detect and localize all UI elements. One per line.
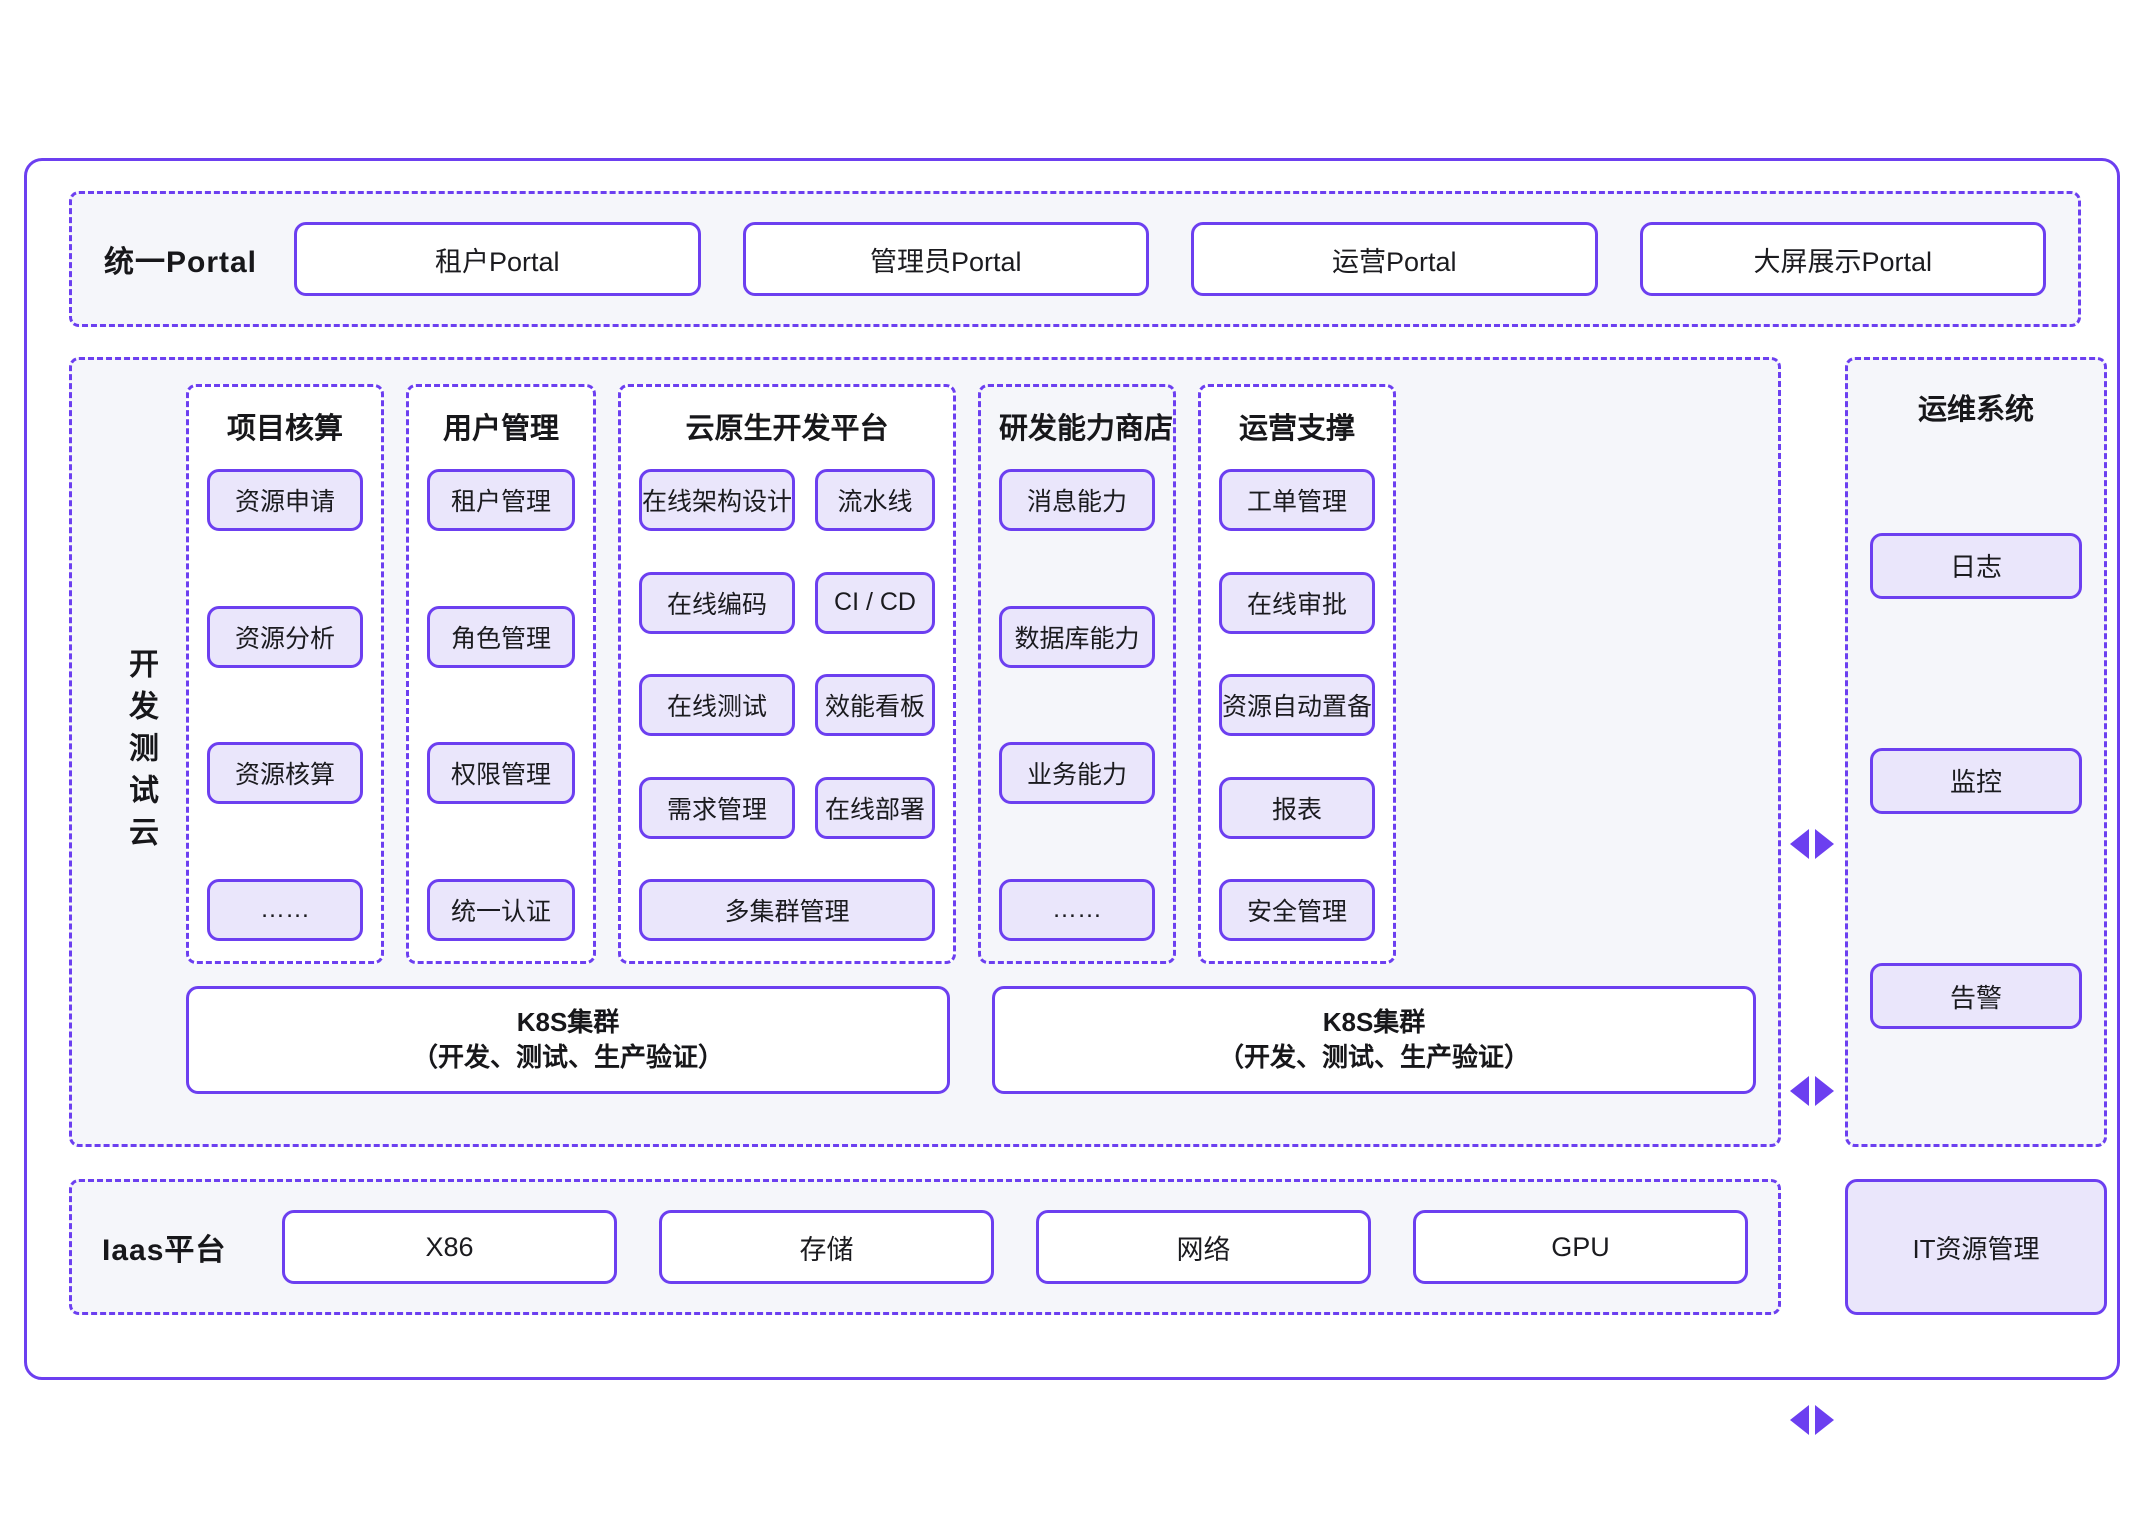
k8s-cluster-box-1-line1: K8S集群 [516, 1006, 620, 1037]
portal-section: 统一Portal 租户Portal 管理员Portal 运营Portal 大屏展… [69, 191, 2081, 327]
portal-button-tenant[interactable]: 租户Portal [294, 222, 701, 296]
dev-test-cloud-label: 开发测试云 [124, 648, 157, 858]
chip-monitoring[interactable]: 监控 [1870, 747, 2082, 814]
chip-business-capability[interactable]: 业务能力 [999, 742, 1155, 805]
iaas-section: Iaas平台 X86 存储 网络 GPU [69, 1179, 1781, 1315]
outer-frame: 统一Portal 租户Portal 管理员Portal 运营Portal 大屏展… [24, 158, 2120, 1435]
k8s-cluster-box-2-line2: （开发、测试、生产验证） [1217, 1042, 1530, 1072]
iaas-button-x86[interactable]: X86 [282, 1210, 617, 1284]
it-resource-management-box[interactable]: IT资源管理 [1845, 1179, 2107, 1315]
chip-requirement-management[interactable]: 需求管理 [639, 776, 796, 839]
chip-role-management[interactable]: 角色管理 [427, 605, 575, 668]
chip-database-capability[interactable]: 数据库能力 [999, 605, 1155, 668]
portal-button-group: 租户Portal 管理员Portal 运营Portal 大屏展示Portal [294, 222, 2046, 296]
connector-arrows-iaas [1790, 1405, 1834, 1435]
portal-section-label: 统一Portal [104, 246, 258, 279]
dev-test-cloud-label-wrap: 开发测试云 [94, 384, 186, 1122]
k8s-cluster-box-2[interactable]: K8S集群 （开发、测试、生产验证） [992, 986, 1756, 1094]
iaas-button-storage[interactable]: 存储 [659, 1210, 994, 1284]
chip-resource-request[interactable]: 资源申请 [207, 469, 363, 531]
column-title-cloud-native-platform: 云原生开发平台 [685, 413, 889, 445]
portal-button-admin[interactable]: 管理员Portal [742, 222, 1149, 296]
dev-test-cloud-section: 开发测试云 项目核算 资源申请 资源分析 资源核算 …… [69, 357, 1781, 1147]
arrow-right-icon [1815, 1076, 1834, 1106]
k8s-cluster-box-1[interactable]: K8S集群 （开发、测试、生产验证） [186, 986, 950, 1094]
column-user-management: 用户管理 租户管理 角色管理 权限管理 统一认证 [406, 384, 596, 964]
chip-pipeline[interactable]: 流水线 [815, 469, 935, 531]
chip-multi-cluster-management[interactable]: 多集群管理 [639, 879, 935, 941]
ops-system-items: 日志 监控 告警 [1870, 458, 2082, 1118]
chip-online-testing[interactable]: 在线测试 [639, 674, 796, 736]
arrow-left-icon [1790, 1076, 1809, 1106]
chip-report[interactable]: 报表 [1219, 776, 1375, 839]
connector-arrows-ops-bottom [1790, 1076, 1834, 1106]
chip-ticket-management[interactable]: 工单管理 [1219, 469, 1375, 531]
arrow-right-icon [1815, 829, 1834, 859]
column-title-operations-support: 运营支撑 [1238, 413, 1355, 445]
k8s-cluster-box-1-line2: （开发、测试、生产验证） [411, 1042, 724, 1072]
arrow-right-icon [1815, 1405, 1834, 1435]
iaas-button-group: X86 存储 网络 GPU [282, 1210, 1748, 1284]
chip-online-coding[interactable]: 在线编码 [639, 571, 796, 634]
iaas-button-network[interactable]: 网络 [1036, 1210, 1371, 1284]
capability-columns: 项目核算 资源申请 资源分析 资源核算 …… 用户管理 租户管理 [186, 384, 1756, 964]
connector-arrows-ops-top [1790, 829, 1834, 859]
dev-test-cloud-body: 项目核算 资源申请 资源分析 资源核算 …… 用户管理 租户管理 [186, 384, 1756, 1122]
chip-alarm[interactable]: 告警 [1870, 963, 2082, 1030]
chip-efficiency-dashboard[interactable]: 效能看板 [815, 674, 935, 736]
chip-online-deployment[interactable]: 在线部署 [815, 776, 935, 839]
chip-resource-analysis[interactable]: 资源分析 [207, 605, 363, 668]
chip-messaging-capability[interactable]: 消息能力 [999, 469, 1155, 531]
chip-ci-cd[interactable]: CI / CD [815, 571, 935, 634]
iaas-section-label: Iaas平台 [102, 1234, 227, 1267]
arrow-left-icon [1790, 829, 1809, 859]
chip-tenant-management[interactable]: 租户管理 [427, 469, 575, 531]
chip-permission-management[interactable]: 权限管理 [427, 742, 575, 805]
chip-log[interactable]: 日志 [1870, 532, 2082, 599]
column-title-project-accounting: 项目核算 [226, 413, 343, 445]
column-items-project-accounting: 资源申请 资源分析 资源核算 …… [207, 469, 363, 941]
ops-system-title: 运维系统 [1917, 394, 2034, 426]
arrow-left-icon [1790, 1405, 1809, 1435]
iaas-button-gpu[interactable]: GPU [1413, 1210, 1748, 1284]
chip-capability-store-more[interactable]: …… [999, 878, 1155, 941]
column-operations-support: 运营支撑 工单管理 在线审批 资源自动置备 报表 安全管理 [1198, 384, 1396, 964]
chip-auto-resource-provisioning[interactable]: 资源自动置备 [1219, 674, 1375, 736]
chip-unified-authentication[interactable]: 统一认证 [427, 878, 575, 941]
portal-button-bigscreen[interactable]: 大屏展示Portal [1639, 222, 2046, 296]
k8s-cluster-box-2-line1: K8S集群 [1322, 1006, 1426, 1037]
column-items-operations-support: 工单管理 在线审批 资源自动置备 报表 安全管理 [1219, 469, 1375, 941]
chip-project-accounting-more[interactable]: …… [207, 878, 363, 941]
column-items-capability-store: 消息能力 数据库能力 业务能力 …… [999, 469, 1155, 941]
column-project-accounting: 项目核算 资源申请 资源分析 资源核算 …… [186, 384, 384, 964]
column-cloud-native-platform: 云原生开发平台 在线架构设计 流水线 在线编码 CI / CD 在线测试 效能看… [618, 384, 956, 964]
ops-system-section: 运维系统 日志 监控 告警 [1845, 357, 2107, 1147]
column-items-user-management: 租户管理 角色管理 权限管理 统一认证 [427, 469, 575, 941]
portal-button-operations[interactable]: 运营Portal [1191, 222, 1598, 296]
k8s-cluster-row: K8S集群 （开发、测试、生产验证） K8S集群 （开发、测试、生产验证） [186, 986, 1756, 1094]
chip-online-architecture-design[interactable]: 在线架构设计 [639, 469, 796, 531]
column-title-user-management: 用户管理 [442, 413, 559, 445]
chip-online-approval[interactable]: 在线审批 [1219, 571, 1375, 634]
column-capability-store: 研发能力商店 消息能力 数据库能力 业务能力 …… [978, 384, 1176, 964]
chip-resource-accounting[interactable]: 资源核算 [207, 742, 363, 805]
chip-security-management[interactable]: 安全管理 [1219, 879, 1375, 941]
column-items-cloud-native-platform: 在线架构设计 流水线 在线编码 CI / CD 在线测试 效能看板 需求管理 在… [639, 469, 935, 941]
column-title-capability-store: 研发能力商店 [999, 413, 1174, 445]
